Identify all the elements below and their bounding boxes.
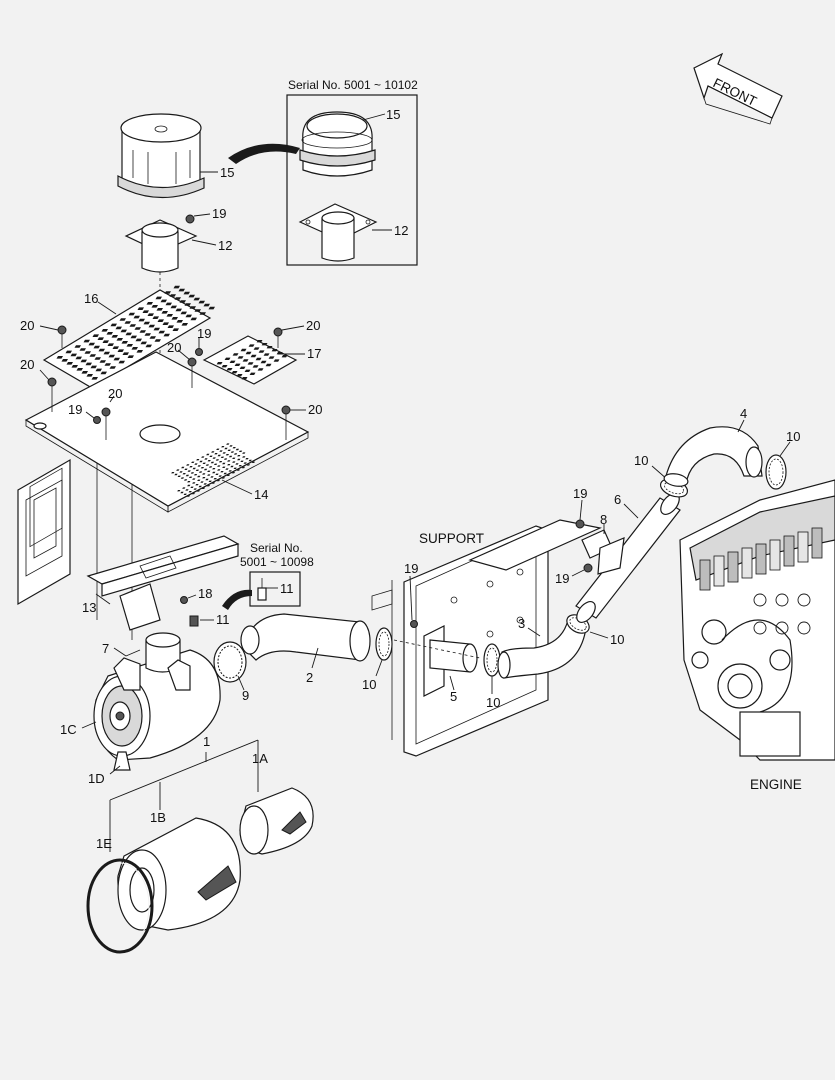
callout-20-a: 20 <box>20 318 34 333</box>
callout-1: 1 <box>203 734 210 749</box>
callout-11-inset: 11 <box>280 581 294 596</box>
callout-3: 3 <box>518 616 525 631</box>
clamp-10-a: 10 <box>362 627 393 692</box>
bolts-20-19: 20 20 20 20 20 19 20 19 <box>20 318 322 440</box>
inset-sensor-serial-line2: 5001 ~ 10098 <box>240 555 314 569</box>
callout-14: 14 <box>254 487 268 502</box>
callout-13: 13 <box>82 600 96 615</box>
callout-10-b: 10 <box>486 695 500 710</box>
callout-19-c: 19 <box>68 402 82 417</box>
callout-10-d: 10 <box>634 453 648 468</box>
bolt-18 <box>180 596 188 604</box>
callout-1c: 1C <box>60 722 77 737</box>
callout-19-e: 19 <box>573 486 587 501</box>
callout-9: 9 <box>242 688 249 703</box>
grille-16: 16 <box>42 285 215 389</box>
callout-1b: 1B <box>150 810 166 825</box>
tube-6: 6 <box>575 492 681 623</box>
callout-12-inset: 12 <box>394 223 408 238</box>
inner-element-1a <box>239 787 314 855</box>
o-ring-1e <box>86 858 154 954</box>
engine-label: ENGINE <box>750 777 802 792</box>
callout-15-inset: 15 <box>386 107 400 122</box>
engine-block: ENGINE <box>679 479 835 792</box>
clamp-9: 9 <box>213 641 249 703</box>
cover-plate-14: 14 <box>24 351 310 513</box>
outer-element-1b <box>117 817 241 931</box>
callout-1e: 1E <box>96 836 112 851</box>
callout-15: 15 <box>220 165 234 180</box>
callout-19-d: 19 <box>404 561 418 576</box>
support-plate: SUPPORT <box>371 519 602 757</box>
callout-18: 18 <box>198 586 212 601</box>
callout-20-f: 20 <box>108 386 122 401</box>
callout-4: 4 <box>740 406 747 421</box>
front-direction-arrow: FRONT <box>693 52 783 125</box>
inset-precleaner-serial-text: Serial No. 5001 ~ 10102 <box>288 78 418 92</box>
bracket-8: 19 19 8 <box>555 486 625 586</box>
callout-2: 2 <box>306 670 313 685</box>
sensor-11 <box>189 615 199 627</box>
air-cleaner-1: 7 1C 1D 1 <box>60 632 221 786</box>
callout-11: 11 <box>216 612 230 627</box>
inset-pointer-arrow <box>228 143 300 164</box>
adapter-5: 19 5 <box>404 561 478 704</box>
callout-20-d: 20 <box>308 402 322 417</box>
flange-12: 19 12 <box>124 206 232 273</box>
callout-1d: 1D <box>88 771 105 786</box>
callout-16: 16 <box>84 291 98 306</box>
callout-20-c: 20 <box>306 318 320 333</box>
callout-10-e: 10 <box>786 429 800 444</box>
hose-2: 2 <box>240 613 371 685</box>
callout-20-e: 20 <box>167 340 181 355</box>
callout-19-b: 19 <box>197 326 211 341</box>
callout-10-a: 10 <box>362 677 376 692</box>
callout-19-top: 19 <box>212 206 226 221</box>
callout-19-f: 19 <box>555 571 569 586</box>
engine-details <box>699 527 823 635</box>
callout-6: 6 <box>614 492 621 507</box>
inset-sensor-serial: Serial No. 5001 ~ 10098 11 <box>222 541 314 610</box>
grille-16-holes <box>56 285 215 380</box>
callout-1a: 1A <box>252 751 268 766</box>
bracket-13: 13 <box>82 535 240 631</box>
elbow-4: 4 <box>663 406 763 487</box>
callout-8: 8 <box>600 512 607 527</box>
callout-7: 7 <box>102 641 109 656</box>
callout-12: 12 <box>218 238 232 253</box>
callout-5: 5 <box>450 689 457 704</box>
inset-precleaner-serial: Serial No. 5001 ~ 10102 15 12 <box>286 78 418 266</box>
side-panel <box>17 458 71 606</box>
air-cleaner-leaders: 1A 1B 1E <box>96 739 268 852</box>
callout-17: 17 <box>307 346 321 361</box>
support-label: SUPPORT <box>419 531 484 546</box>
clamp-10-e: 10 <box>765 429 800 490</box>
inset-sensor-serial-line1: Serial No. <box>250 541 303 555</box>
precleaner-15: 15 <box>117 113 234 199</box>
cover-plate-14-vents <box>171 443 256 497</box>
grille-17-holes <box>216 340 288 380</box>
callout-10-c: 10 <box>610 632 624 647</box>
grille-17: 17 <box>202 335 321 385</box>
callout-20-b: 20 <box>20 357 34 372</box>
